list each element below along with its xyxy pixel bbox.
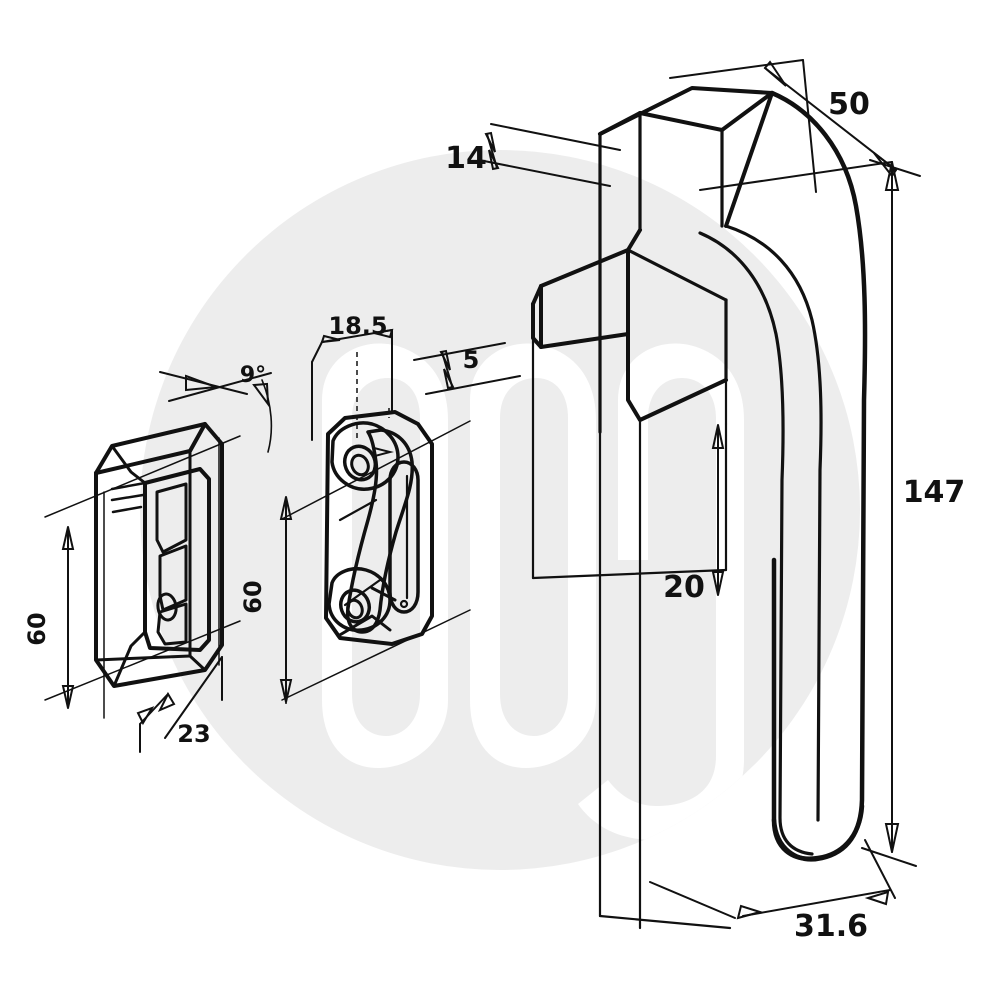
dimension-labels: 14 50 147 20 31.6 18.5 5 60 60 23 9° — [23, 87, 965, 944]
dim-label-147: 147 — [903, 475, 966, 510]
part-backplate — [281, 352, 471, 706]
dim-label-20: 20 — [663, 570, 705, 605]
dim-label-31-6: 31.6 — [794, 909, 868, 944]
dim-label-5: 5 — [463, 346, 480, 374]
dim-label-60-keeper: 60 — [23, 612, 51, 645]
dim-label-60-backplate: 60 — [239, 580, 267, 613]
dim-label-14: 14 — [445, 141, 487, 176]
dim-label-18-5: 18.5 — [328, 312, 387, 340]
dim-label-9deg: 9° — [240, 363, 266, 388]
watermark — [140, 150, 860, 870]
dimension-annotations — [61, 59, 921, 920]
part-handle — [531, 86, 868, 930]
dim-label-50: 50 — [828, 87, 870, 122]
part-keeper — [44, 371, 273, 719]
dim-label-23: 23 — [177, 720, 210, 748]
